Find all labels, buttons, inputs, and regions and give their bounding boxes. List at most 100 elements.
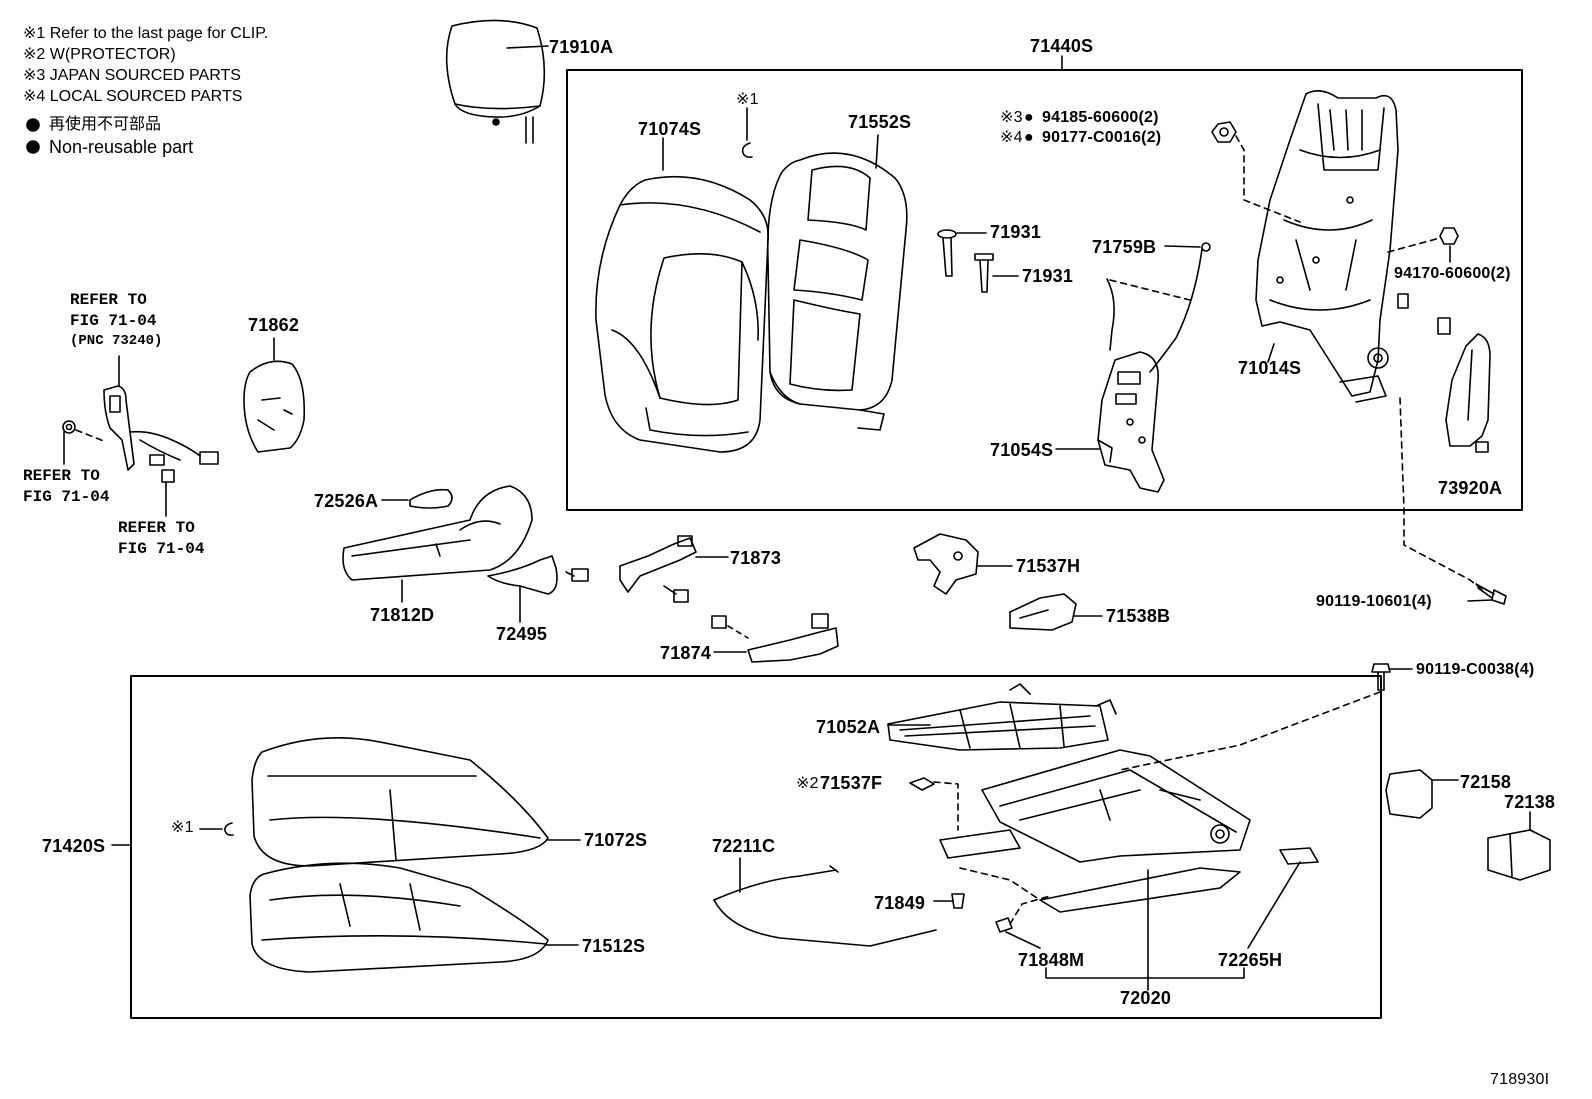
- part-72265H: 72265H: [1218, 950, 1283, 970]
- seatback-frame-71014S-icon: [1256, 91, 1450, 402]
- clip-upper-icon: [743, 143, 752, 157]
- note-nonreuse-jp: 再使用不可部品: [49, 116, 162, 133]
- side-cover-73920A-icon: [1446, 334, 1490, 452]
- note-japan: ※3 JAPAN SOURCED PARTS: [23, 67, 241, 84]
- note-clip: ※1 Refer to the last page for CLIP.: [23, 25, 269, 42]
- bolt-90119-10601-icon: [1476, 584, 1506, 604]
- part-71512S: 71512S: [582, 936, 646, 956]
- part-94185: 94185-60600(2): [1042, 109, 1159, 126]
- mark-clip-lower: ※1: [171, 819, 194, 836]
- part-71538B: 71538B: [1106, 606, 1171, 626]
- ref-belt-line3: (PNC 73240): [70, 333, 163, 349]
- screw-a-icon: [566, 569, 588, 581]
- fastener-71931-lower-icon: [975, 254, 993, 292]
- cushion-cover-71512S-icon: [250, 863, 548, 972]
- part-71848M: 71848M: [1018, 950, 1085, 970]
- bracket-72020: [1046, 968, 1244, 978]
- part-71537H: 71537H: [1016, 556, 1081, 576]
- leader-71910A: [507, 46, 548, 48]
- part-71440S: 71440S: [1030, 36, 1094, 56]
- part-71931-lower: 71931: [1022, 266, 1074, 286]
- lower-cushion-group-box: [131, 676, 1381, 1018]
- part-71931-upper: 71931: [990, 222, 1042, 242]
- part-71537F: 71537F: [820, 773, 883, 793]
- leader-71552S: [876, 135, 878, 168]
- seatback-cover-icon: [768, 153, 907, 430]
- leader-71759B: [1165, 246, 1200, 247]
- lumbar-support-71054S-icon: [1098, 352, 1164, 492]
- bullet-nonreuse-en: [27, 141, 39, 153]
- bullet-nonreuse-jp: [27, 119, 39, 131]
- dash-adjuster: [960, 868, 1040, 900]
- clip-71848M-icon: [996, 918, 1012, 932]
- part-71812D: 71812D: [370, 605, 435, 625]
- nut-94185-icon: [1212, 122, 1236, 142]
- mark-clip-upper: ※1: [736, 91, 759, 108]
- mark-protector: ※2: [796, 775, 819, 792]
- part-72158-icon: [1386, 770, 1432, 818]
- part-72138: 72138: [1504, 792, 1556, 812]
- headrest-icon: [447, 20, 545, 143]
- part-71873: 71873: [730, 548, 782, 568]
- part-71052A: 71052A: [816, 717, 881, 737]
- bracket-71538B-icon: [1010, 594, 1076, 630]
- leader-90119-10601: [1468, 600, 1492, 601]
- note-nonreuse-en: Non-reusable part: [49, 137, 194, 157]
- part-71014S: 71014S: [1238, 358, 1302, 378]
- leader-71014S: [1268, 344, 1274, 362]
- dash-buckle: [76, 430, 106, 442]
- seatbelt-buckle-icon: [104, 386, 218, 482]
- part-72020: 72020: [1120, 988, 1172, 1008]
- dash-71848M: [1010, 896, 1050, 924]
- dash-90119-C0038: [1120, 692, 1380, 770]
- leader-71848M: [1006, 932, 1040, 948]
- part-71874: 71874: [660, 643, 712, 663]
- ref-belt-line2: FIG 71-04: [70, 312, 157, 330]
- wire-71759B-icon: [1107, 243, 1210, 372]
- cover-72495-icon: [488, 556, 557, 594]
- part-90119-10601: 90119-10601(4): [1316, 593, 1432, 610]
- mark-japan-dot: ●: [1024, 109, 1034, 126]
- part-71910A: 71910A: [549, 37, 614, 57]
- clip-lower-icon: [225, 823, 233, 835]
- part-71849: 71849: [874, 893, 926, 913]
- bracket-71873-icon: [620, 536, 696, 592]
- bracket-71874-icon: [748, 614, 838, 662]
- part-71072S: 71072S: [584, 830, 648, 850]
- ref-left-line1: REFER TO: [23, 467, 100, 485]
- dash-71537F: [934, 782, 958, 830]
- ref-lower-line1: REFER TO: [118, 519, 195, 537]
- seatback-pad-icon: [596, 177, 768, 452]
- part-72495: 72495: [496, 624, 548, 644]
- part-72158: 72158: [1460, 772, 1512, 792]
- dash-71759B: [1110, 280, 1190, 300]
- protector-71537F-icon: [910, 778, 934, 790]
- screw-c-icon: [712, 616, 726, 628]
- part-71552S: 71552S: [848, 112, 912, 132]
- part-72526A: 72526A: [314, 491, 379, 511]
- bolt-90119-C0038-icon: [1372, 664, 1390, 690]
- part-71074S: 71074S: [638, 119, 702, 139]
- bolt-left-icon: [63, 421, 75, 433]
- ref-lower-line2: FIG 71-04: [118, 540, 205, 558]
- dash-73920A: [1400, 398, 1485, 592]
- part-90177: 90177-C0016(2): [1042, 129, 1162, 146]
- pin-71849-icon: [952, 894, 964, 908]
- spring-mat-71052A-icon: [888, 684, 1116, 750]
- leader-72265H: [1248, 862, 1300, 948]
- part-94170: 94170-60600(2): [1394, 265, 1511, 282]
- screw-b-icon: [664, 586, 688, 602]
- note-protector: ※2 W(PROTECTOR): [23, 46, 176, 63]
- nut-94170-icon: [1440, 228, 1458, 244]
- mark-local: ※4: [1000, 129, 1023, 146]
- upper-seatback-group-box: [567, 70, 1522, 510]
- fastener-71931-upper-icon: [938, 230, 956, 276]
- figure-code: 718930I: [1490, 1071, 1550, 1088]
- shield-71862-icon: [244, 361, 304, 452]
- bracket-71537H-icon: [914, 534, 978, 594]
- note-local: ※4 LOCAL SOURCED PARTS: [23, 88, 243, 105]
- dash-71874: [728, 626, 748, 638]
- part-90119-C0038: 90119-C0038(4): [1416, 661, 1535, 678]
